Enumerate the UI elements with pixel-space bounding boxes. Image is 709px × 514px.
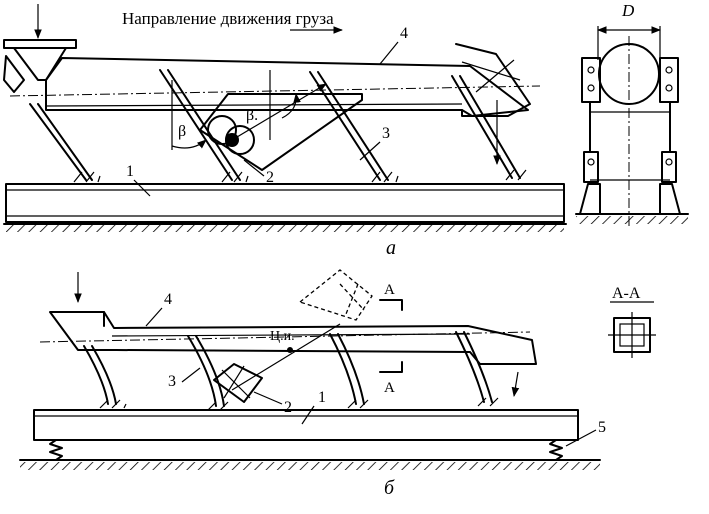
- base-frame-a: [5, 183, 565, 223]
- trough-axis-b: [39, 331, 531, 343]
- trough-inner-a: [45, 103, 463, 107]
- label-a-3: 3: [382, 125, 390, 142]
- figure-b: А А Ц.и.: [19, 269, 606, 499]
- label-a-2: 2: [266, 169, 274, 186]
- beta-arc-a: [171, 139, 207, 149]
- label-b-1: 1: [318, 389, 326, 406]
- cut-label-top: А: [384, 282, 395, 298]
- outlet-cross-a: [461, 61, 521, 81]
- section-label: А-А: [612, 285, 641, 302]
- label-a-4: 4: [400, 25, 408, 42]
- inertia-center-dot: [287, 347, 293, 353]
- figure-b-caption: б: [384, 477, 395, 499]
- diameter-label: D: [621, 1, 635, 20]
- side-bracket-right: [659, 57, 679, 103]
- vibrator-ghost-b: [298, 269, 373, 321]
- inlet-hopper-a: [3, 39, 77, 81]
- force-arrow-a: [231, 83, 327, 141]
- label-b-3: 3: [168, 373, 176, 390]
- cut-mark-bottom: [379, 361, 403, 373]
- label-a-1: 1: [126, 163, 134, 180]
- figure-a-caption: а: [386, 237, 396, 259]
- ground-hatch-b: [20, 462, 600, 470]
- side-foot-right: [661, 151, 677, 183]
- side-ground-hatch: [576, 216, 688, 224]
- trough-b: [49, 311, 537, 365]
- cut-label-bottom: А: [384, 380, 395, 396]
- label-b-4: 4: [164, 291, 172, 308]
- trough-axis-a: [9, 85, 541, 97]
- side-view: D: [575, 1, 689, 228]
- discharge-arrow-b: [511, 371, 520, 397]
- spring-right-b: [549, 439, 563, 461]
- beta-arc-b: [281, 93, 301, 119]
- outlet-a: [455, 43, 531, 117]
- inertia-center-label: Ц.и.: [270, 329, 295, 344]
- direction-caption: Направление движения груза: [122, 9, 334, 28]
- vibrator-b: [213, 363, 263, 403]
- side-base-left: [579, 183, 601, 215]
- side-foot-left: [583, 151, 599, 183]
- legs-a: [29, 69, 527, 183]
- beta-label-b: β.: [246, 107, 258, 124]
- hopper-side-a: [3, 55, 25, 93]
- label-b-2: 2: [284, 399, 292, 416]
- force-line-b: [231, 323, 341, 391]
- spring-left-b: [49, 439, 63, 461]
- vibrator-disc-a1: [207, 115, 237, 145]
- figure-a: Направление движения груза: [3, 4, 567, 259]
- beta-label-a: β: [178, 123, 186, 140]
- side-base-right: [659, 183, 681, 215]
- base-frame-b: [33, 409, 579, 441]
- ground-hatch-a: [6, 224, 564, 232]
- section-aa: А-А: [608, 285, 656, 358]
- legs-b: [83, 331, 499, 411]
- trough-a: [45, 57, 529, 117]
- side-bracket-left: [581, 57, 601, 103]
- cut-mark-top: [379, 299, 403, 311]
- label-b-5: 5: [598, 419, 606, 436]
- vibrator-housing-a: [199, 93, 363, 171]
- outlet-cross2-a: [475, 59, 515, 93]
